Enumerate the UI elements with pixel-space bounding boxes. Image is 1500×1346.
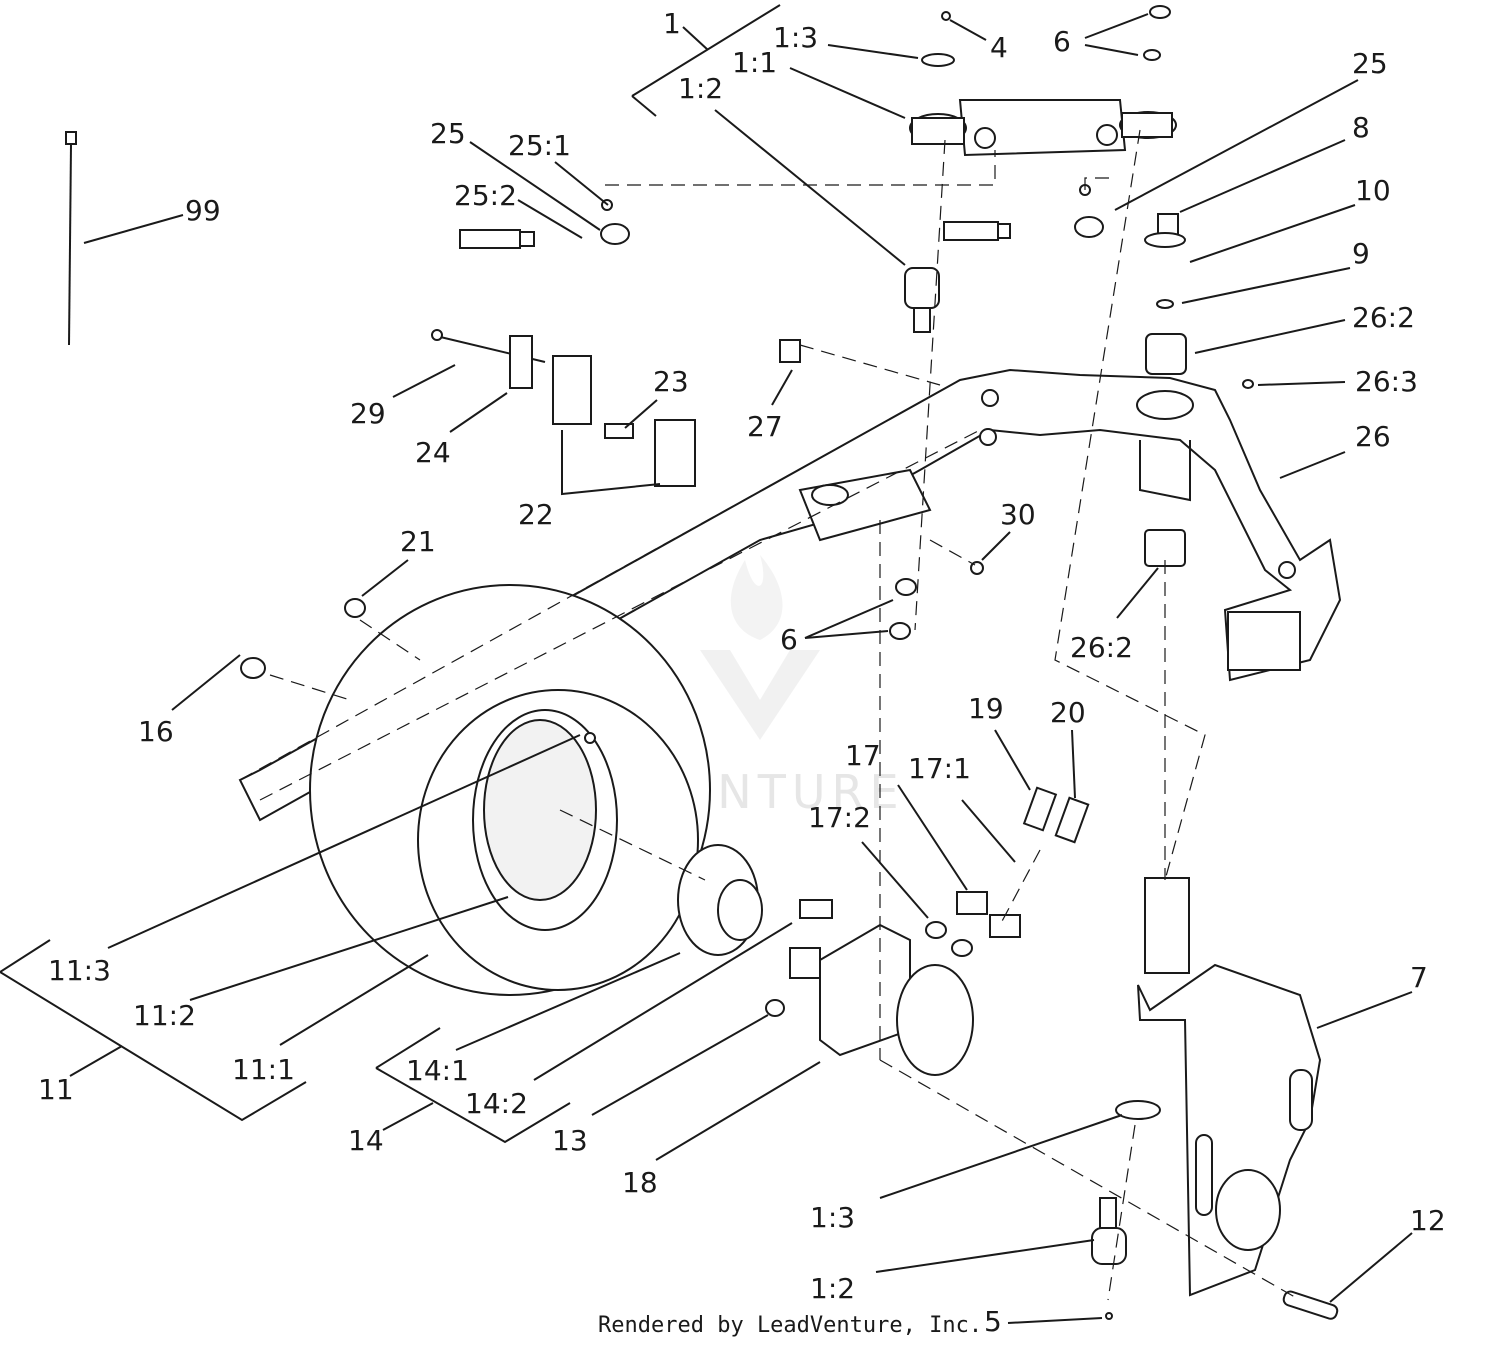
callout-25-2: 25:2 xyxy=(454,179,517,212)
bolt-washer-stack-part xyxy=(1144,213,1254,389)
callout-4: 4 xyxy=(990,31,1008,64)
callout-1-2-lower: 1:2 xyxy=(810,1272,855,1305)
callout-21: 21 xyxy=(400,525,436,558)
callout-18: 18 xyxy=(622,1166,658,1199)
callout-19: 19 xyxy=(968,692,1004,725)
callout-14-1: 14:1 xyxy=(406,1054,469,1087)
leader-lines xyxy=(0,4,1413,1324)
callout-29: 29 xyxy=(350,397,386,430)
callout-30: 30 xyxy=(1000,498,1036,531)
callout-25-1: 25:1 xyxy=(508,129,571,162)
callout-17-1: 17:1 xyxy=(908,752,971,785)
callout-labels: 1 1:3 4 6 1:1 1:2 25 25:1 25:2 99 25 8 1… xyxy=(38,7,1446,1338)
callout-22: 22 xyxy=(518,498,554,531)
callout-11-3: 11:3 xyxy=(48,954,111,987)
callout-11-1: 11:1 xyxy=(232,1053,295,1086)
hardware-nuts-part xyxy=(240,578,917,1017)
callout-6-top: 6 xyxy=(1053,25,1071,58)
wheel-hub-part xyxy=(677,844,833,956)
callout-17-2: 17:2 xyxy=(808,801,871,834)
callout-1: 1 xyxy=(663,7,681,40)
callout-25-left: 25 xyxy=(430,117,466,150)
tire-wheel-part xyxy=(309,584,711,996)
callout-9: 9 xyxy=(1352,237,1370,270)
watermark-logo xyxy=(700,555,820,740)
callout-20: 20 xyxy=(1050,696,1086,729)
callout-23: 23 xyxy=(653,365,689,398)
callout-11-2: 11:2 xyxy=(133,999,196,1032)
callout-26-3: 26:3 xyxy=(1355,365,1418,398)
callout-26-2-lower: 26:2 xyxy=(1070,631,1133,664)
callout-17: 17 xyxy=(845,739,881,772)
callout-27: 27 xyxy=(747,410,783,443)
caster-fork-part xyxy=(1137,877,1339,1320)
callout-25-right: 25 xyxy=(1352,47,1388,80)
credit-text: Rendered by LeadVenture, Inc. xyxy=(598,1313,982,1338)
hydraulic-motor-part xyxy=(789,923,974,1076)
callout-13: 13 xyxy=(552,1124,588,1157)
cable-tie-part xyxy=(65,131,77,346)
callout-16: 16 xyxy=(138,715,174,748)
callout-12: 12 xyxy=(1410,1204,1446,1237)
hydraulic-cylinder-part xyxy=(909,5,1177,157)
frame-arm-part xyxy=(238,368,1342,822)
alignment-lines xyxy=(239,129,1301,1301)
callout-7: 7 xyxy=(1410,961,1428,994)
callout-5: 5 xyxy=(984,1305,1002,1338)
clamp-assembly-part xyxy=(431,329,984,575)
callout-26: 26 xyxy=(1355,420,1391,453)
retaining-ring-part xyxy=(1115,1100,1161,1120)
callout-26-2-top: 26:2 xyxy=(1352,301,1415,334)
callout-99: 99 xyxy=(185,194,221,227)
callout-6-lower: 6 xyxy=(780,623,798,656)
callout-1-2-top: 1:2 xyxy=(678,72,723,105)
callout-8: 8 xyxy=(1352,111,1370,144)
callout-14-2: 14:2 xyxy=(465,1087,528,1120)
callout-11: 11 xyxy=(38,1073,74,1106)
callout-14: 14 xyxy=(348,1124,384,1157)
ball-joint-upper-part xyxy=(904,267,940,333)
callout-1-1: 1:1 xyxy=(732,46,777,79)
motor-fittings-part xyxy=(925,786,1090,957)
callout-1-3-lower: 1:3 xyxy=(810,1201,855,1234)
hydraulic-fitting-left-part xyxy=(459,199,630,249)
hydraulic-fitting-right-part xyxy=(943,184,1104,241)
callout-10: 10 xyxy=(1355,174,1391,207)
callout-24: 24 xyxy=(415,436,451,469)
callout-1-3-top: 1:3 xyxy=(773,21,818,54)
